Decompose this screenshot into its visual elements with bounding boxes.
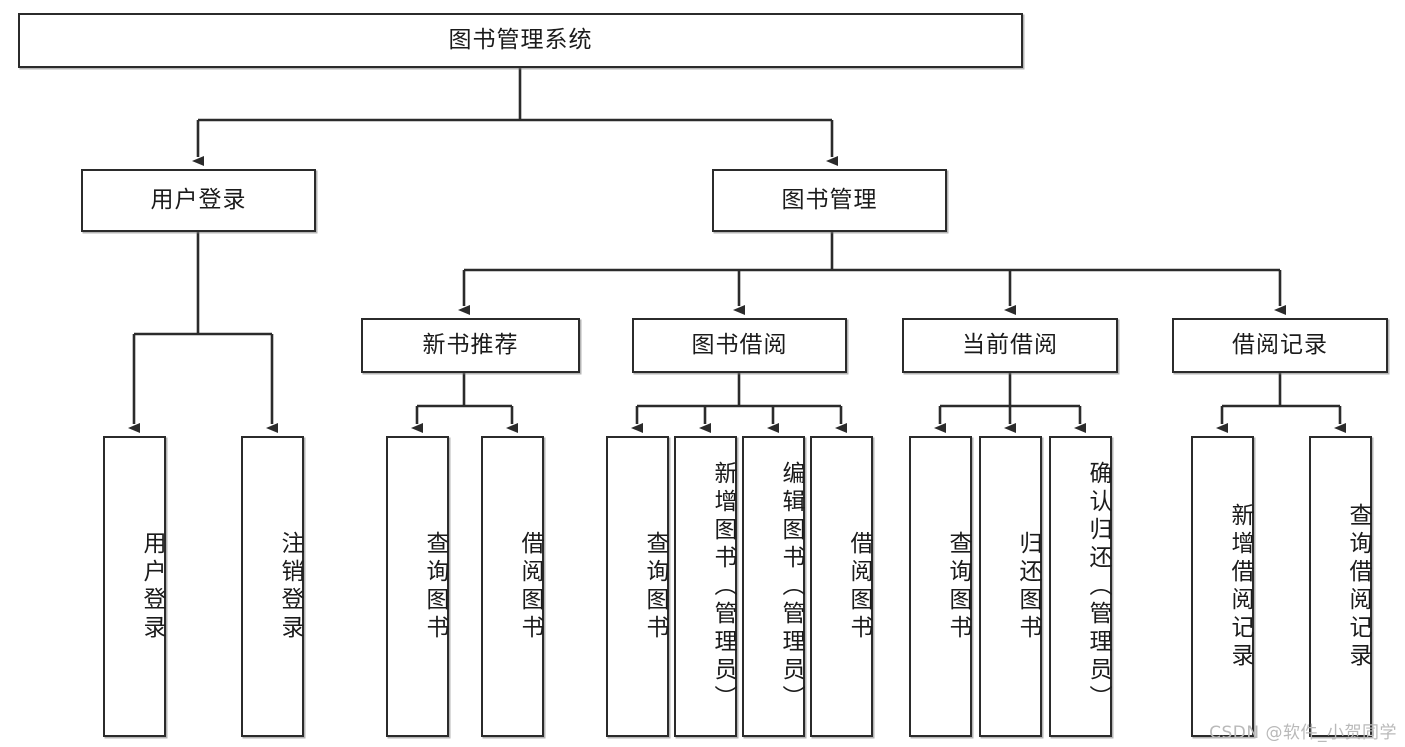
leaf-query-book-borrow[interactable]: 查询图书 — [606, 436, 669, 737]
node-label: 借阅图书 — [846, 530, 872, 643]
leaf-return-book[interactable]: 归还图书 — [979, 436, 1042, 737]
node-new-book-recommend[interactable]: 新书推荐 — [361, 318, 580, 373]
leaf-logout[interactable]: 注销登录 — [241, 436, 304, 737]
node-label: 图书管理 — [781, 186, 878, 213]
node-label: 新书推荐 — [422, 331, 519, 358]
node-label: 用户登录 — [150, 186, 247, 213]
leaf-borrow-book-recommend[interactable]: 借阅图书 — [481, 436, 544, 737]
node-label: 查询图书 — [422, 530, 448, 643]
node-label: 借阅记录 — [1232, 331, 1328, 358]
node-label: 查询借阅记录 — [1345, 502, 1371, 671]
leaf-add-book-admin[interactable]: 新增图书（管理员） — [674, 436, 737, 737]
node-label: 新增借阅记录 — [1227, 502, 1253, 671]
node-label: 图书管理系统 — [448, 26, 593, 53]
leaf-query-book-recommend[interactable]: 查询图书 — [386, 436, 449, 737]
node-root-system[interactable]: 图书管理系统 — [18, 13, 1023, 68]
node-label: 新增图书（管理员） — [710, 460, 736, 713]
leaf-borrow-book[interactable]: 借阅图书 — [810, 436, 873, 737]
node-book-borrow[interactable]: 图书借阅 — [632, 318, 847, 373]
leaf-query-borrow-record[interactable]: 查询借阅记录 — [1309, 436, 1372, 737]
node-label: 图书借阅 — [691, 331, 788, 358]
leaf-add-borrow-record[interactable]: 新增借阅记录 — [1191, 436, 1254, 737]
leaf-user-login[interactable]: 用户登录 — [103, 436, 166, 737]
node-label: 当前借阅 — [962, 331, 1058, 358]
node-label: 查询图书 — [642, 530, 668, 643]
node-user-login[interactable]: 用户登录 — [81, 169, 316, 232]
leaf-confirm-return-admin[interactable]: 确认归还（管理员） — [1049, 436, 1112, 737]
node-borrow-record[interactable]: 借阅记录 — [1172, 318, 1388, 373]
watermark-text: CSDN @软件_小贺同学 — [1209, 723, 1397, 743]
node-current-borrow[interactable]: 当前借阅 — [902, 318, 1118, 373]
node-label: 用户登录 — [139, 530, 165, 643]
node-label: 归还图书 — [1015, 530, 1041, 643]
leaf-edit-book-admin[interactable]: 编辑图书（管理员） — [742, 436, 805, 737]
node-book-management[interactable]: 图书管理 — [712, 169, 947, 232]
node-label: 查询图书 — [945, 530, 971, 643]
leaf-query-book-current[interactable]: 查询图书 — [909, 436, 972, 737]
node-label: 注销登录 — [277, 530, 303, 643]
node-label: 确认归还（管理员） — [1085, 460, 1111, 713]
node-label: 编辑图书（管理员） — [778, 460, 804, 713]
node-label: 借阅图书 — [517, 530, 543, 643]
